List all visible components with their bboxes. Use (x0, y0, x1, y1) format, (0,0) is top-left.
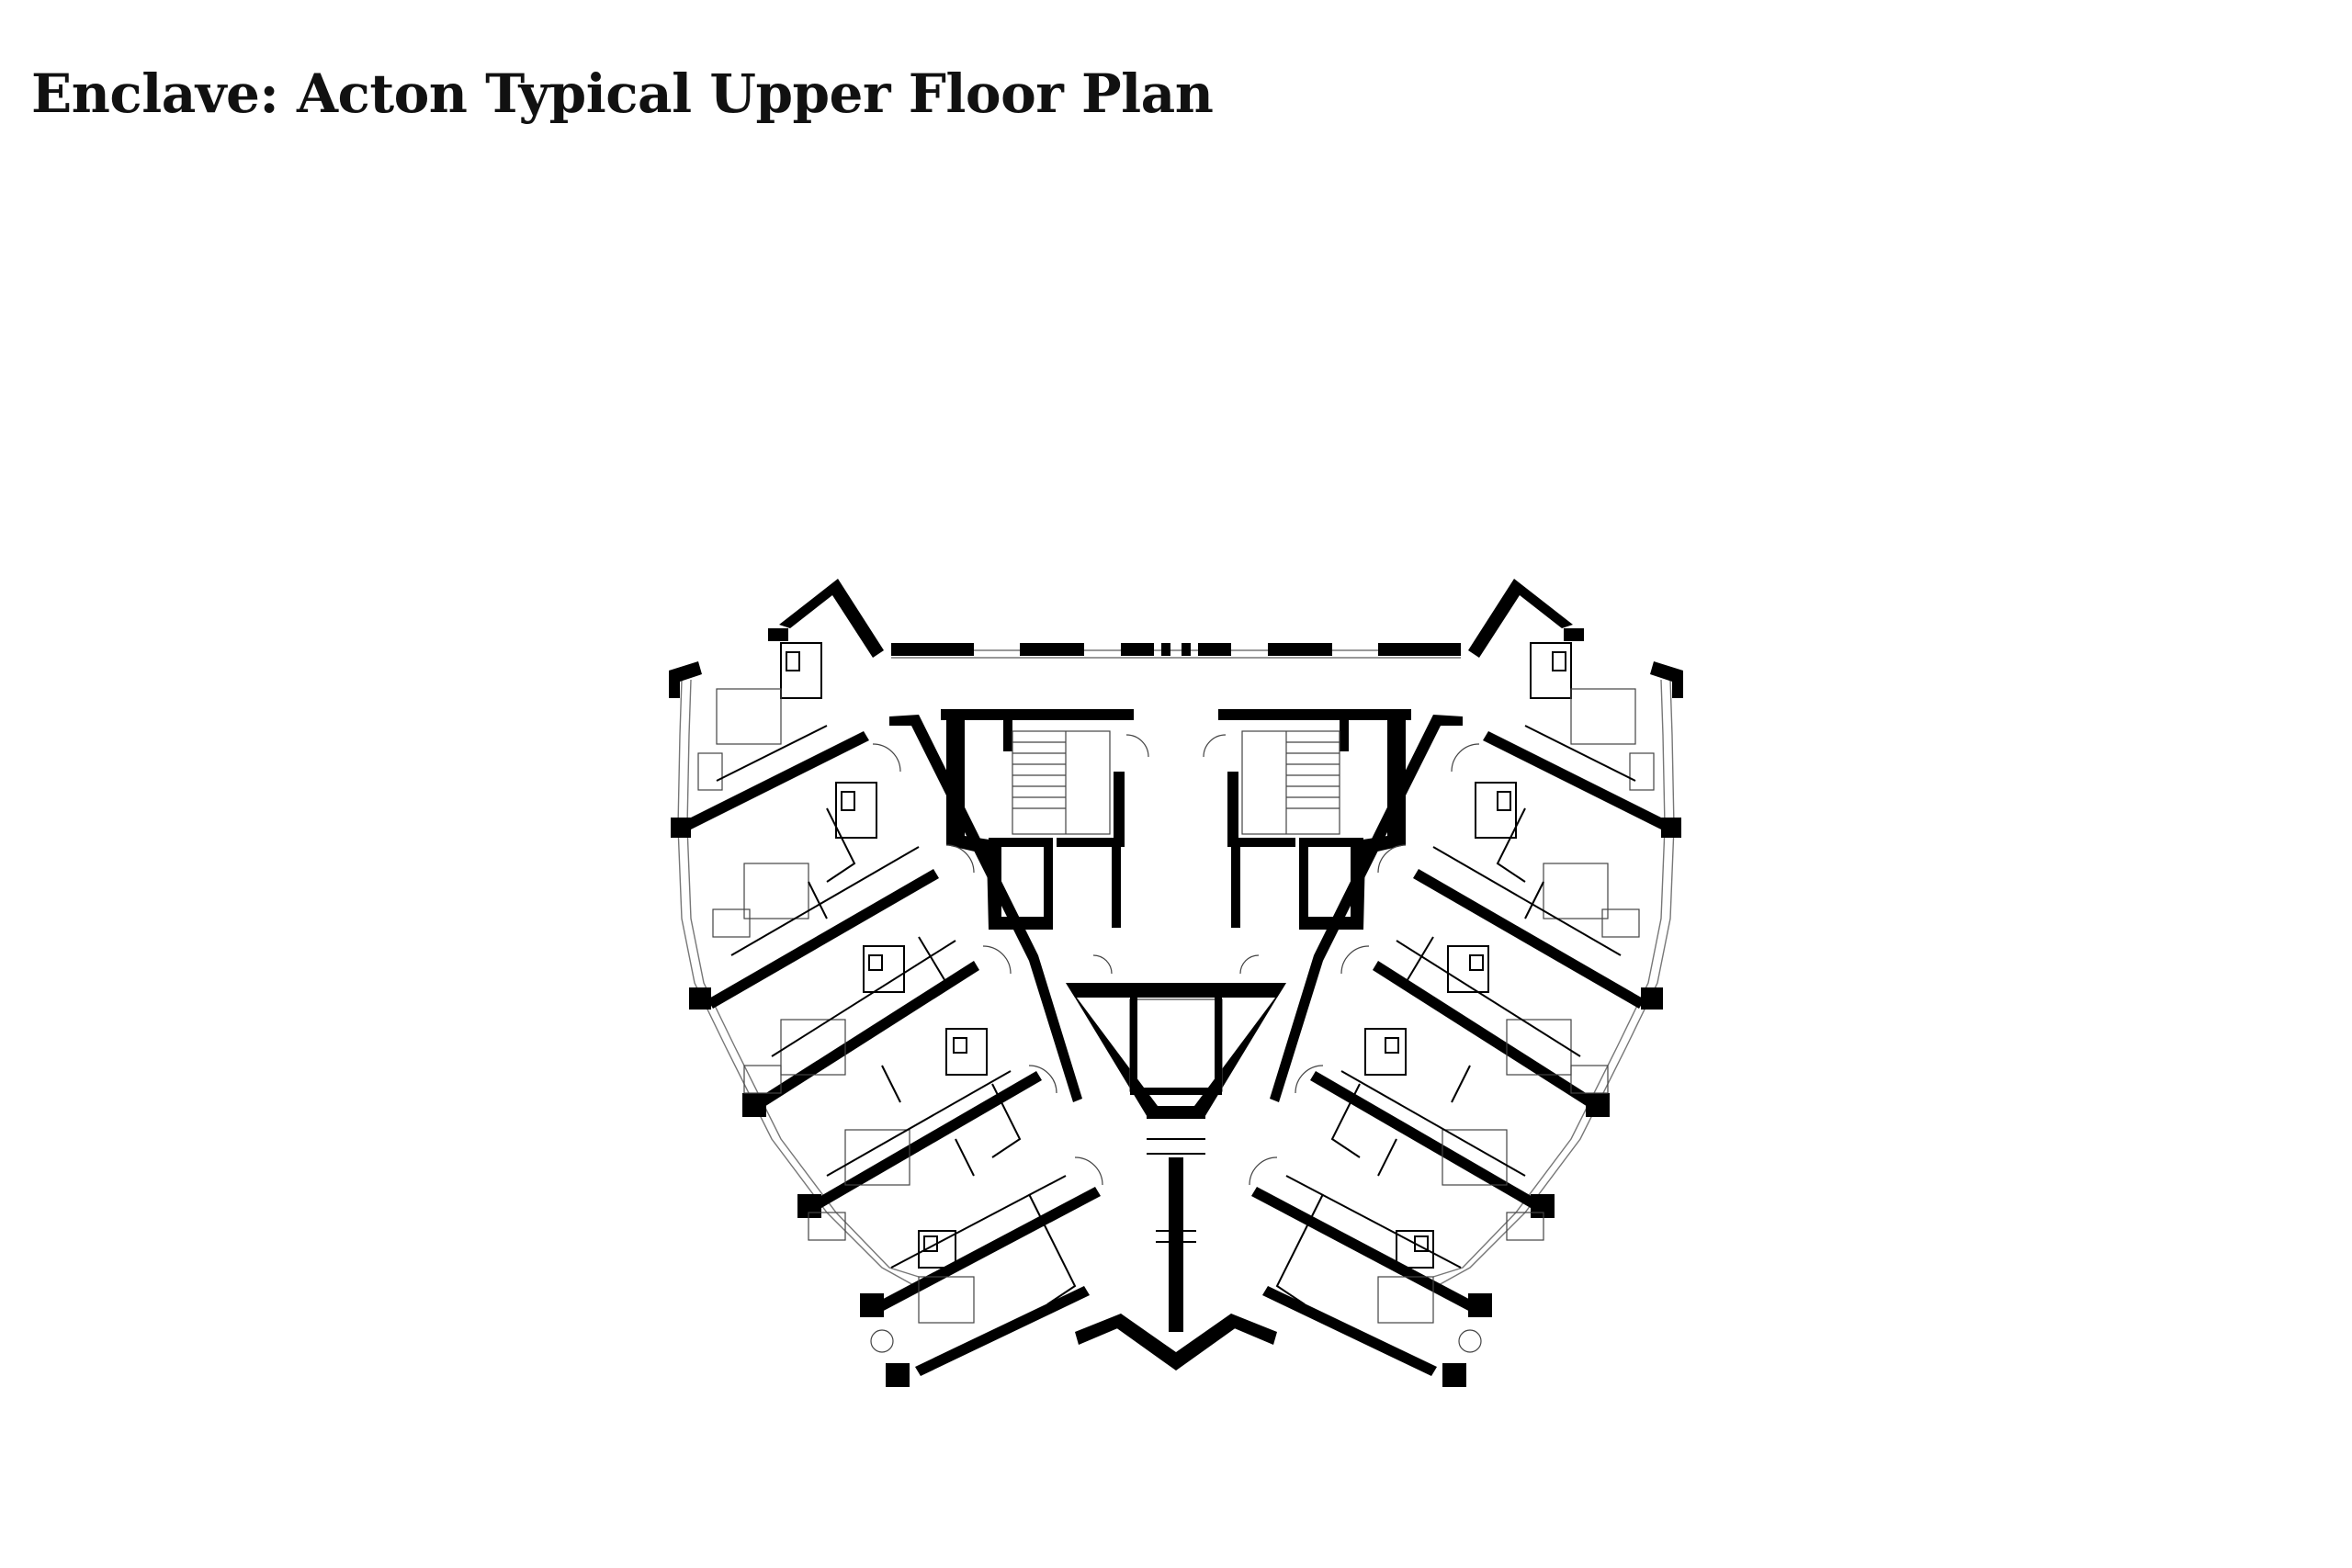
core-doors (1092, 734, 1260, 975)
central-core (1066, 983, 1286, 1119)
stair-left (1012, 730, 1111, 835)
central-spine (1147, 1138, 1205, 1332)
flat-fitouts-left (697, 642, 1103, 1353)
core-left (946, 718, 1125, 930)
party-walls-right (1251, 731, 1676, 1376)
stair-right (1241, 730, 1340, 835)
page-title: Enclave: Acton Typical Upper Floor Plan (31, 62, 1214, 125)
structural-walls (669, 579, 1683, 1387)
flat-fitouts-right (1249, 642, 1655, 1353)
party-walls-left (676, 731, 1101, 1376)
facade-glazing (677, 649, 1675, 1287)
floor-plan-drawing (643, 551, 1709, 1433)
core-right (1227, 718, 1406, 930)
corridor-walls (889, 709, 1463, 1102)
